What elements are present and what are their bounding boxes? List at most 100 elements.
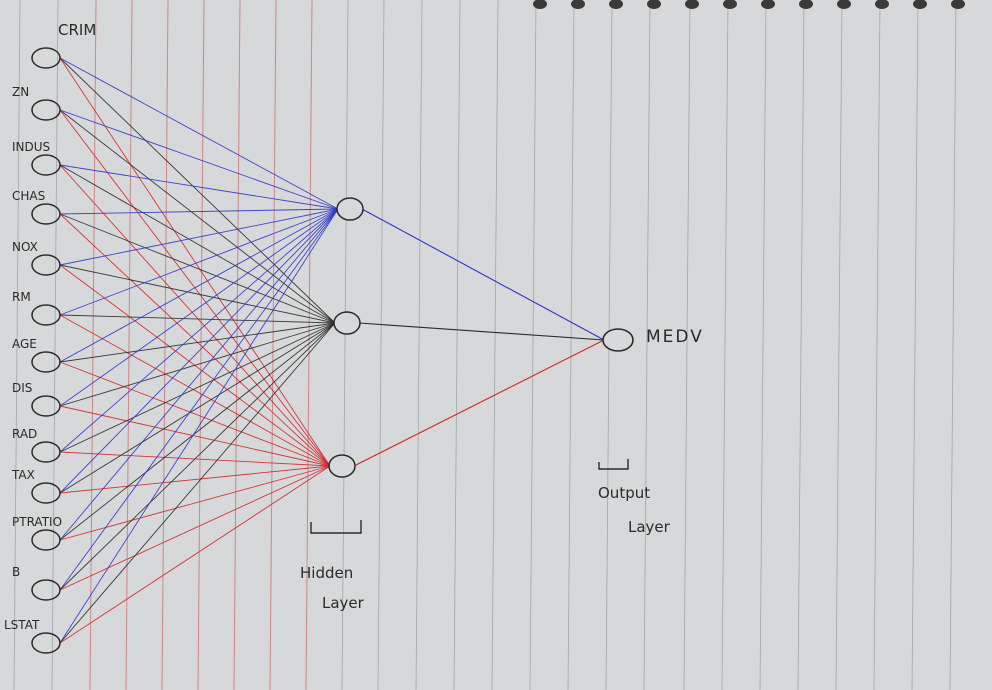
input-node <box>31 304 61 326</box>
ruled-line <box>491 0 499 690</box>
input-hidden-edge <box>59 465 331 541</box>
ruled-line <box>721 0 729 690</box>
input-node <box>31 441 61 463</box>
ruled-line <box>911 0 919 690</box>
input-label: CRIM <box>58 21 96 39</box>
input-hidden-edge <box>59 322 336 453</box>
input-hidden-edge <box>59 322 336 363</box>
input-hidden-edge <box>59 361 331 467</box>
input-hidden-edge <box>59 208 339 316</box>
input-hidden-edge <box>59 322 336 541</box>
input-label: B <box>12 565 20 579</box>
input-hidden-edge <box>59 208 339 266</box>
input-label: DIS <box>12 381 32 395</box>
ruled-line <box>567 0 575 690</box>
input-hidden-edge <box>59 109 336 324</box>
hidden-layer-caption-line2: Layer <box>322 594 365 612</box>
input-hidden-edge <box>59 264 336 324</box>
input-node <box>31 203 61 225</box>
ruled-line <box>949 0 957 690</box>
input-hidden-edge <box>59 465 331 494</box>
input-node <box>31 154 61 176</box>
input-node <box>31 482 61 504</box>
ruled-line <box>835 0 843 690</box>
input-label: LSTAT <box>4 618 40 632</box>
input-node <box>31 254 61 276</box>
hidden-output-edge <box>353 339 605 467</box>
ruled-line <box>643 0 651 690</box>
ruled-line <box>269 0 277 690</box>
spiral-ring <box>533 0 547 9</box>
spiral-ring <box>609 0 623 9</box>
input-hidden-edge <box>59 405 331 467</box>
ruled-line <box>529 0 537 690</box>
input-label: RAD <box>12 427 37 441</box>
input-hidden-edge <box>59 465 331 591</box>
connection-lines <box>59 57 605 644</box>
ruled-line <box>13 0 21 690</box>
input-hidden-edge <box>59 208 339 363</box>
spiral-binding <box>533 0 965 9</box>
spiral-ring <box>761 0 775 9</box>
spiral-ring <box>723 0 737 9</box>
input-hidden-edge <box>59 164 339 210</box>
hidden-output-edge <box>361 208 605 341</box>
ruled-line <box>759 0 767 690</box>
ruled-line <box>125 0 133 690</box>
hidden-node <box>328 454 356 478</box>
spiral-ring <box>837 0 851 9</box>
input-hidden-edge <box>59 208 339 644</box>
input-hidden-edge <box>59 314 336 324</box>
spiral-ring <box>571 0 585 9</box>
spiral-ring <box>647 0 661 9</box>
spiral-ring <box>875 0 889 9</box>
input-hidden-edge <box>59 164 331 467</box>
input-hidden-edge <box>59 208 339 215</box>
hidden-layer-caption-line1: Hidden <box>300 564 353 582</box>
ruled-line <box>341 0 349 690</box>
hidden-layer <box>328 197 364 478</box>
input-hidden-edge <box>59 208 339 453</box>
input-hidden-edge <box>59 208 339 541</box>
input-label: CHAS <box>12 189 45 203</box>
hidden-output-edge <box>358 322 605 341</box>
input-node <box>31 632 61 654</box>
input-hidden-edge <box>59 208 339 591</box>
output-node <box>602 328 634 352</box>
input-hidden-edge <box>59 322 336 407</box>
spiral-ring <box>913 0 927 9</box>
hidden-node <box>336 197 364 221</box>
input-label: TAX <box>11 468 35 482</box>
output-label: MEDV <box>646 327 704 347</box>
input-label: RM <box>12 290 31 304</box>
input-hidden-edge <box>59 213 336 324</box>
input-label: PTRATIO <box>12 515 62 529</box>
ruled-line <box>873 0 881 690</box>
spiral-ring <box>799 0 813 9</box>
output-layer-caption-line1: Output <box>598 484 650 502</box>
notebook-ruled-lines <box>13 0 957 690</box>
input-node <box>31 395 61 417</box>
input-hidden-edge <box>59 322 336 591</box>
input-hidden-edge <box>59 465 331 644</box>
input-hidden-edge <box>59 322 336 494</box>
ruled-line <box>233 0 241 690</box>
ruled-line <box>89 0 97 690</box>
ruled-line <box>453 0 461 690</box>
input-hidden-edge <box>59 322 336 644</box>
ruled-line <box>797 0 805 690</box>
ruled-line <box>415 0 423 690</box>
input-label: NOX <box>12 240 38 254</box>
hidden-node <box>333 311 361 335</box>
hidden-layer-bracket <box>310 520 362 534</box>
ruled-line <box>305 0 313 690</box>
input-node <box>31 579 61 601</box>
input-hidden-edge <box>59 57 336 324</box>
ruled-line <box>377 0 385 690</box>
output-layer-caption-line2: Layer <box>628 518 671 536</box>
input-node <box>31 47 61 69</box>
input-hidden-edge <box>59 164 336 324</box>
input-hidden-edge <box>59 57 339 210</box>
spiral-ring <box>685 0 699 9</box>
input-node <box>31 529 61 551</box>
